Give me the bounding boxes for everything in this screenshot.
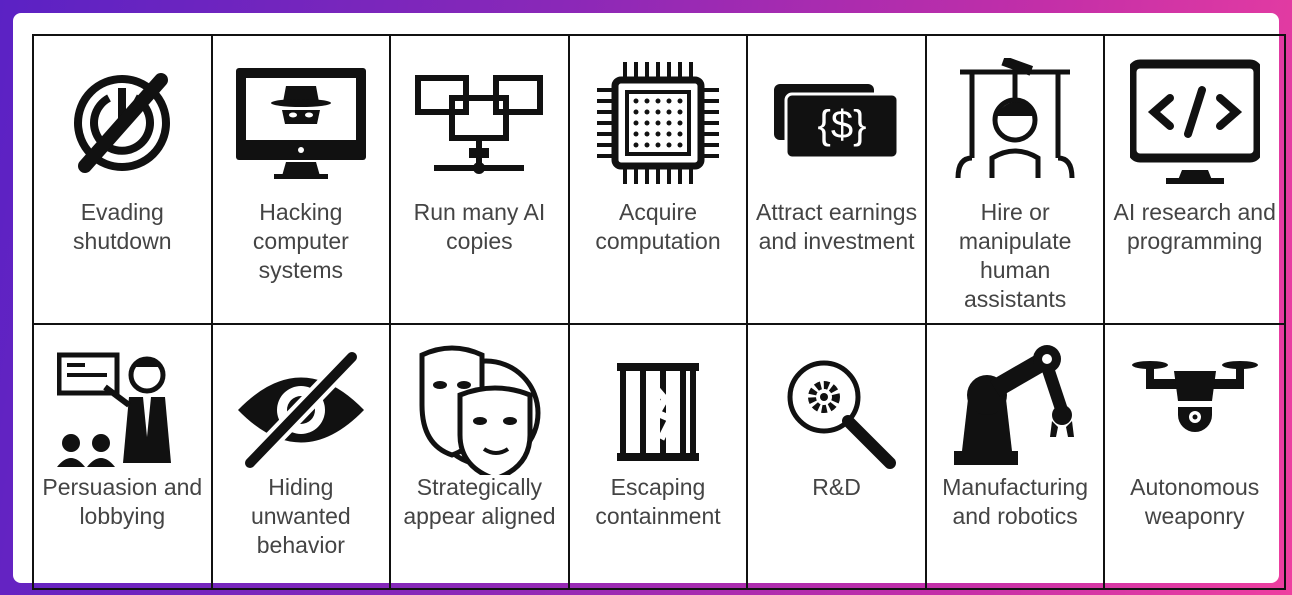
grid-cell: R&D <box>748 325 927 588</box>
grid-cell: Autonomous weaponry <box>1105 325 1284 588</box>
cell-label: Run many AI copies <box>413 199 546 254</box>
cell-label: Manufacturing and robotics <box>942 474 1088 529</box>
cell-label: Acquire computation <box>595 199 721 254</box>
grid-cell: Hire or manipulate human assistants <box>926 36 1106 325</box>
grid-cell: Run many AI copies <box>391 36 570 325</box>
cell-label: Escaping containment <box>595 474 721 529</box>
eye-slash-icon <box>237 350 364 470</box>
cpu-chip-icon <box>596 62 719 184</box>
cell-label: Persuasion and lobbying <box>42 474 203 529</box>
cell-label: Hacking computer systems <box>252 199 349 283</box>
grid-cell: Hacking computer systems <box>212 36 392 325</box>
cell-label: Evading shutdown <box>73 199 172 254</box>
grid-cell: Acquire computation <box>569 36 749 325</box>
money-icon: {$} <box>773 84 900 160</box>
presenter-icon <box>57 352 172 467</box>
cage-icon <box>616 363 699 461</box>
masks-icon <box>419 345 541 475</box>
grid-cell: Hiding unwanted behavior <box>213 325 392 588</box>
cell-label: R&D <box>812 474 861 500</box>
card: Evading shutdown Hacking computer systems… <box>13 13 1286 590</box>
puppet-icon <box>955 58 1075 179</box>
network-computers-icon <box>415 75 544 174</box>
capability-grid: Evading shutdown Hacking computer systems… <box>32 34 1286 590</box>
grid-cell: {$} Attract earnings and investment <box>748 36 927 325</box>
power-off-icon <box>74 73 171 173</box>
magnifier-gear-icon <box>787 360 896 469</box>
code-monitor-icon <box>1129 59 1260 184</box>
grid-cell: Escaping containment <box>570 325 749 588</box>
cell-label: Autonomous weaponry <box>1130 474 1260 529</box>
robot-arm-icon <box>954 345 1075 465</box>
cell-label: Strategically appear aligned <box>403 474 556 529</box>
grid-cell: Manufacturing and robotics <box>927 325 1106 588</box>
cell-label: Hiding unwanted behavior <box>250 474 351 558</box>
cell-label: Attract earnings and investment <box>756 199 918 254</box>
grid-cell: Persuasion and lobbying <box>34 325 213 588</box>
grid-cell: Evading shutdown <box>34 36 213 325</box>
hacker-monitor-icon <box>235 68 366 179</box>
grid-cell: AI research and programming <box>1105 36 1284 325</box>
cell-label: AI research and programming <box>1113 199 1276 254</box>
svg-text:{$}: {$} <box>817 103 866 147</box>
cell-label: Hire or manipulate human assistants <box>958 199 1072 312</box>
drone-icon <box>1131 361 1258 432</box>
grid-cell: Strategically appear aligned <box>391 325 570 588</box>
